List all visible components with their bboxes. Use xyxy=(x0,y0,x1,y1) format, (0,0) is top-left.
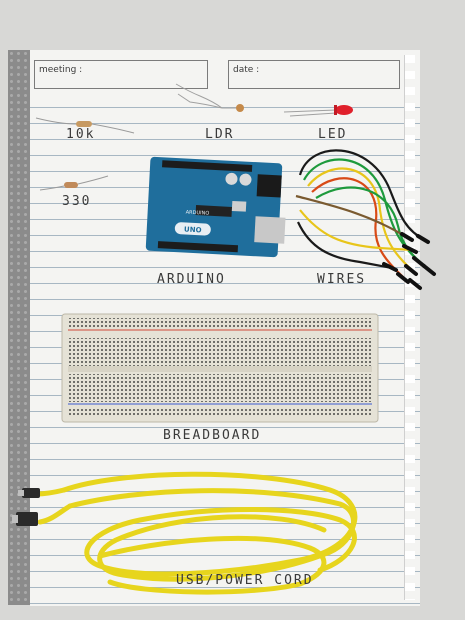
label-330: 330 xyxy=(62,194,92,209)
label-ldr: LDR xyxy=(205,127,235,142)
washi-tape-strip xyxy=(8,50,32,605)
arduino-board: UNO ARDUINO xyxy=(145,156,286,258)
label-10k: 10k xyxy=(66,127,96,142)
arduino-brand-mark: UNO xyxy=(184,225,202,234)
usb-plug-connectors xyxy=(12,488,40,526)
label-arduino: ARDUINO xyxy=(157,272,226,287)
resistor-10k xyxy=(35,117,135,134)
arduino-series-mark: ARDUINO xyxy=(186,210,210,217)
label-led: LED xyxy=(318,127,348,142)
label-breadboard: BREADBOARD xyxy=(163,428,262,443)
jumper-wires xyxy=(295,149,436,290)
tear-off-edge xyxy=(404,55,415,600)
resistor-330 xyxy=(39,175,109,191)
meeting-field: meeting : xyxy=(34,60,208,89)
usb-power-cord xyxy=(33,471,358,595)
label-usb-power-cord: USB/POWER CORD xyxy=(176,573,314,588)
breadboard xyxy=(61,313,379,423)
meeting-label: meeting : xyxy=(39,65,83,75)
date-field: date : xyxy=(228,60,400,89)
label-wires: WIRES xyxy=(317,272,367,287)
ldr-photoresistor xyxy=(175,83,244,112)
date-label: date : xyxy=(233,65,260,75)
led-component xyxy=(283,105,353,117)
